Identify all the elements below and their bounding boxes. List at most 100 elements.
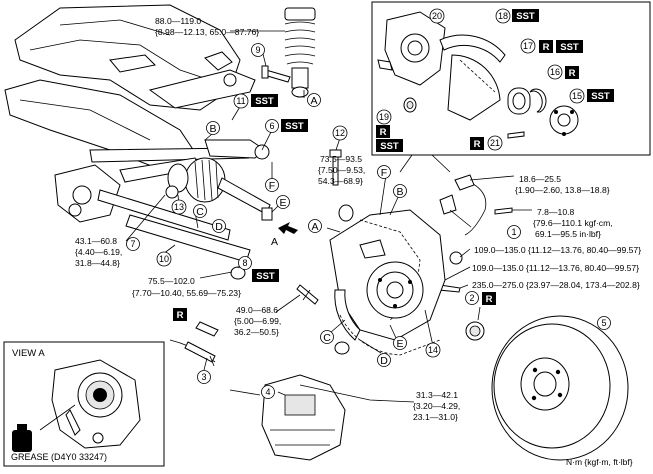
- torque-label-t10-line3: 36.2—50.5}: [234, 327, 279, 337]
- callout-2-text: 2: [469, 293, 474, 303]
- torque-label-t9-line2: {7.70—10.40, 55.69—75.23}: [132, 288, 241, 298]
- r-badge-19-text: R: [380, 127, 387, 138]
- letter-d-hub-text: D: [380, 355, 388, 367]
- callout-21: 21: [487, 135, 503, 151]
- letter-c-hub-text: C: [323, 332, 331, 344]
- letter-c-hub: C: [320, 330, 334, 344]
- torque-label-t8-line2: {4.40—6.19,: [75, 247, 122, 257]
- knuckle-hub: [329, 209, 446, 356]
- callout-12: 12: [332, 125, 348, 141]
- callout-20: 20: [429, 8, 445, 24]
- sst-badge-8-text: SST: [256, 271, 275, 282]
- callout-18-text: 18: [498, 11, 508, 21]
- letter-e-left: E: [276, 195, 290, 209]
- r-badge-2-text: R: [486, 294, 493, 305]
- letter-d-hub: D: [377, 353, 391, 367]
- torque-label-t4-line3: 69.1—95.5 in·lbf}: [535, 229, 601, 239]
- callout-18: 18: [495, 8, 511, 24]
- callout-14: 14: [425, 342, 441, 358]
- callout-14-text: 14: [428, 345, 438, 355]
- r-badge-21-text: R: [474, 139, 481, 150]
- r-badge-3-text: R: [177, 310, 184, 321]
- sst-badge-19: SST: [376, 139, 403, 152]
- view-a-arrow: A: [271, 222, 298, 248]
- letter-d-left-text: D: [215, 221, 223, 233]
- callout-6-text: 6: [269, 121, 274, 131]
- callout-21-text: 21: [490, 138, 500, 148]
- callout-13: 13: [171, 199, 187, 215]
- callout-5: 5: [597, 316, 611, 330]
- torque-label-t10-line1: 49.0—68.6: [236, 305, 278, 315]
- callout-15-text: 15: [572, 91, 582, 101]
- torque-labels: 88.0—119.0 {8.98—12.13, 65.0—87.76} 73.5…: [75, 16, 641, 422]
- sst-badge-8: SST: [252, 269, 279, 282]
- view-a-inset: VIEW A GREASE (D4Y0 33247): [3, 341, 165, 467]
- torque-label-t4-line2: {79.6—110.1 kgf·cm,: [533, 218, 613, 228]
- callout-9: 9: [251, 43, 265, 57]
- torque-label-t6: 109.0—135.0 {11.12—13.76, 80.40—99.57}: [472, 263, 639, 273]
- callout-12-text: 12: [335, 128, 345, 138]
- letter-c-left: C: [193, 204, 207, 218]
- parking-cable: [169, 321, 219, 367]
- letter-b-left-text: B: [209, 123, 216, 135]
- letter-b-left: B: [206, 121, 220, 135]
- sst-badge-17: SST: [556, 40, 583, 53]
- torque-label-t2-line3: 54.3—68.9}: [318, 176, 363, 186]
- letter-e-hub: E: [393, 336, 407, 350]
- letter-f-left: F: [265, 178, 279, 192]
- callout-1-text: 1: [511, 227, 516, 237]
- abs-sensor: [439, 174, 487, 236]
- letter-callouts: A B F E C D A F B C E D: [193, 93, 407, 367]
- letter-d-left: D: [212, 219, 226, 233]
- torque-label-t4-line1: 7.8—10.8: [537, 207, 574, 217]
- badges: SST SST SST SST R SST R SST R SST R R R: [173, 9, 614, 321]
- r-badge-21: R: [470, 137, 484, 150]
- letter-a-hub-text: A: [311, 221, 318, 233]
- letter-b-hub-text: B: [396, 186, 403, 198]
- torque-label-t3-line1: 18.6—25.5: [519, 174, 561, 184]
- letter-a-top-text: A: [310, 95, 317, 107]
- r-badge-2: R: [482, 292, 496, 305]
- sst-badge-11: SST: [251, 94, 278, 107]
- torque-label-t1-line2: {8.98—12.13, 65.0—87.76}: [155, 27, 259, 37]
- callout-16-text: 16: [550, 67, 560, 77]
- callout-17-text: 17: [523, 41, 533, 51]
- callout-19: 19: [376, 109, 392, 125]
- callout-4-text: 4: [265, 387, 270, 397]
- letter-e-hub-text: E: [396, 338, 403, 350]
- torque-label-t5: 109.0—135.0 {11.12—13.76, 80.40—99.57}: [474, 245, 641, 255]
- r-badge-17: R: [539, 40, 553, 53]
- sst-badge-18-text: SST: [516, 11, 535, 22]
- torque-label-t11-line2: {3.20—4.29,: [413, 401, 460, 411]
- sst-badge-17-text: SST: [560, 42, 579, 53]
- lower-links: [89, 139, 270, 263]
- callout-numbers: 1 2 3 4 5 6 7 8 9 10 11 12 13 14 15 16 1…: [126, 8, 611, 399]
- units-label: N·m {kgf·m, ft·lbf}: [566, 457, 633, 467]
- callout-1: 1: [507, 225, 521, 239]
- callout-17: 17: [520, 38, 536, 54]
- small-bolts: [165, 65, 513, 355]
- r-badge-3: R: [173, 308, 187, 321]
- drive-shaft: [119, 157, 271, 215]
- shock-absorber: [284, 7, 316, 98]
- callout-20-text: 20: [432, 11, 442, 21]
- sst-badge-19-text: SST: [380, 141, 399, 152]
- callout-19-text: 19: [379, 112, 389, 122]
- sst-badge-15-text: SST: [591, 91, 610, 102]
- callout-7-text: 7: [130, 239, 135, 249]
- torque-label-t8-line1: 43.1—60.8: [75, 236, 117, 246]
- letter-e-left-text: E: [279, 197, 286, 209]
- r-badge-17-text: R: [543, 42, 550, 53]
- upper-arm: [148, 51, 256, 109]
- torque-label-t1-line1: 88.0—119.0: [155, 16, 201, 26]
- sst-badge-15: SST: [587, 89, 614, 102]
- callout-3-text: 3: [201, 372, 206, 382]
- callout-10-text: 10: [159, 254, 169, 264]
- callout-10: 10: [156, 251, 172, 267]
- torque-label-t11-line1: 31.3—42.1: [416, 390, 458, 400]
- callout-13-text: 13: [174, 202, 184, 212]
- callout-6: 6: [265, 119, 279, 133]
- torque-label-t7: 235.0—275.0 {23.97—28.04, 173.4—202.8}: [472, 280, 640, 290]
- torque-label-t3-line2: {1.90—2.60, 13.8—18.8}: [515, 185, 610, 195]
